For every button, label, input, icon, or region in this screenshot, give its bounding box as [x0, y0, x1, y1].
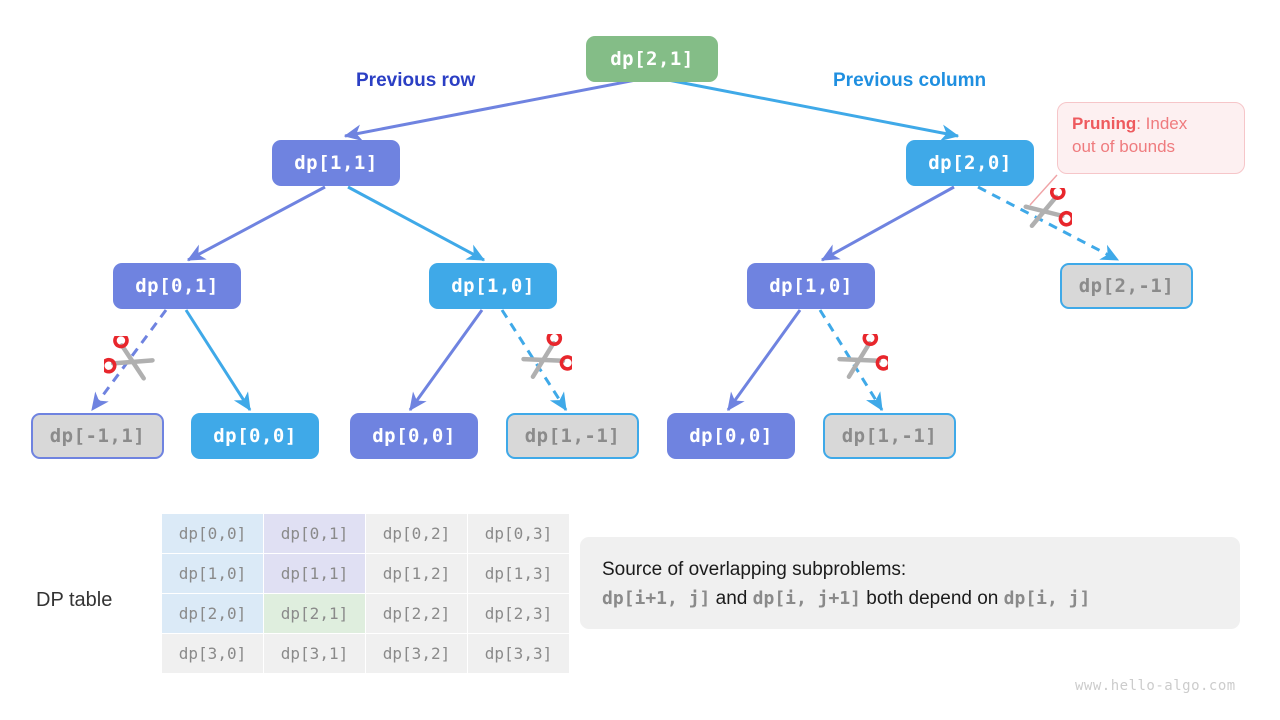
- scissors-icon-prune-dp-2-minus1: [1023, 188, 1072, 229]
- overlapping-subproblems-note: Source of overlapping subproblems: dp[i+…: [580, 537, 1240, 629]
- node-dp-2-0[interactable]: dp[2,0]: [906, 140, 1034, 186]
- note-line-2: dp[i+1, j] and dp[i, j+1] both depend on…: [602, 584, 1218, 613]
- node-dp-1-0-mid[interactable]: dp[1,0]: [747, 263, 875, 309]
- dp-cell-0-1[interactable]: dp[0,1]: [263, 513, 366, 554]
- table-row: dp[2,0] dp[2,1] dp[2,2] dp[2,3]: [161, 593, 570, 634]
- table-row: dp[3,0] dp[3,1] dp[3,2] dp[3,3]: [161, 633, 570, 674]
- pruning-line2: out of bounds: [1072, 136, 1176, 156]
- dp-cell-2-1[interactable]: dp[2,1]: [263, 593, 366, 634]
- node-dp-1-0-left[interactable]: dp[1,0]: [429, 263, 557, 309]
- dp-cell-1-0[interactable]: dp[1,0]: [161, 553, 264, 594]
- node-label: dp[1,-1]: [524, 425, 621, 447]
- dp-table-caption: DP table: [36, 589, 113, 611]
- dp-cell-3-3[interactable]: dp[3,3]: [467, 633, 570, 674]
- dp-cell-3-2[interactable]: dp[3,2]: [365, 633, 468, 674]
- table-row: dp[1,0] dp[1,1] dp[1,2] dp[1,3]: [161, 553, 570, 594]
- note-conj-2: both depend on: [861, 588, 1004, 610]
- dp-cell-1-1[interactable]: dp[1,1]: [263, 553, 366, 594]
- code-dp-i-j: dp[i, j]: [1003, 588, 1091, 610]
- note-conj-1: and: [710, 588, 753, 610]
- pruning-strong: Pruning: [1072, 114, 1137, 133]
- note-line-1: Source of overlapping subproblems:: [602, 559, 907, 580]
- node-label: dp[1,0]: [451, 275, 535, 297]
- pruning-callout: Pruning: Index out of bounds: [1057, 102, 1245, 174]
- node-label: dp[1,-1]: [841, 425, 938, 447]
- node-label: dp[2,1]: [610, 48, 694, 70]
- node-dp-minus1-1[interactable]: dp[-1,1]: [31, 413, 164, 459]
- node-label: dp[1,0]: [769, 275, 853, 297]
- node-label: dp[0,0]: [689, 425, 773, 447]
- pruning-rest: : Index: [1136, 114, 1188, 133]
- node-label: dp[1,1]: [294, 152, 378, 174]
- dp-cell-0-2[interactable]: dp[0,2]: [365, 513, 468, 554]
- node-dp-0-0-c[interactable]: dp[0,0]: [667, 413, 795, 459]
- dp-cell-1-2[interactable]: dp[1,2]: [365, 553, 468, 594]
- scissors-icon-prune-dp-minus1-1: [104, 336, 155, 381]
- node-dp-2-minus1[interactable]: dp[2,-1]: [1060, 263, 1193, 309]
- label-previous-row: Previous row: [356, 70, 476, 91]
- label-previous-column: Previous column: [833, 70, 987, 91]
- node-dp-1-minus1-a[interactable]: dp[1,-1]: [506, 413, 639, 459]
- node-label: dp[2,0]: [928, 152, 1012, 174]
- dp-cell-3-0[interactable]: dp[3,0]: [161, 633, 264, 674]
- dp-cell-3-1[interactable]: dp[3,1]: [263, 633, 366, 674]
- node-label: dp[0,0]: [372, 425, 456, 447]
- node-dp-2-1[interactable]: dp[2,1]: [586, 36, 718, 82]
- dp-cell-2-3[interactable]: dp[2,3]: [467, 593, 570, 634]
- site-watermark: www.hello-algo.com: [1075, 678, 1236, 694]
- node-dp-1-minus1-b[interactable]: dp[1,-1]: [823, 413, 956, 459]
- table-row: dp[0,0] dp[0,1] dp[0,2] dp[0,3]: [161, 513, 570, 554]
- node-label: dp[0,0]: [213, 425, 297, 447]
- dp-cell-2-0[interactable]: dp[2,0]: [161, 593, 264, 634]
- dp-cell-0-3[interactable]: dp[0,3]: [467, 513, 570, 554]
- node-label: dp[-1,1]: [49, 425, 146, 447]
- node-label: dp[0,1]: [135, 275, 219, 297]
- dp-table-body: dp[0,0] dp[0,1] dp[0,2] dp[0,3] dp[1,0] …: [161, 513, 570, 674]
- scissors-icon-prune-dp-1-minus1-b: [837, 334, 888, 379]
- code-dp-i-j1: dp[i, j+1]: [752, 588, 862, 610]
- dp-cell-1-3[interactable]: dp[1,3]: [467, 553, 570, 594]
- code-dp-i1-j: dp[i+1, j]: [602, 588, 711, 610]
- node-dp-1-1[interactable]: dp[1,1]: [272, 140, 400, 186]
- dp-table: dp[0,0] dp[0,1] dp[0,2] dp[0,3] dp[1,0] …: [161, 513, 570, 674]
- node-dp-0-1[interactable]: dp[0,1]: [113, 263, 241, 309]
- dp-cell-0-0[interactable]: dp[0,0]: [161, 513, 264, 554]
- scissors-icon-prune-dp-1-minus1-a: [521, 334, 572, 379]
- node-label: dp[2,-1]: [1078, 275, 1175, 297]
- dp-cell-2-2[interactable]: dp[2,2]: [365, 593, 468, 634]
- node-dp-0-0-a[interactable]: dp[0,0]: [191, 413, 319, 459]
- node-dp-0-0-b[interactable]: dp[0,0]: [350, 413, 478, 459]
